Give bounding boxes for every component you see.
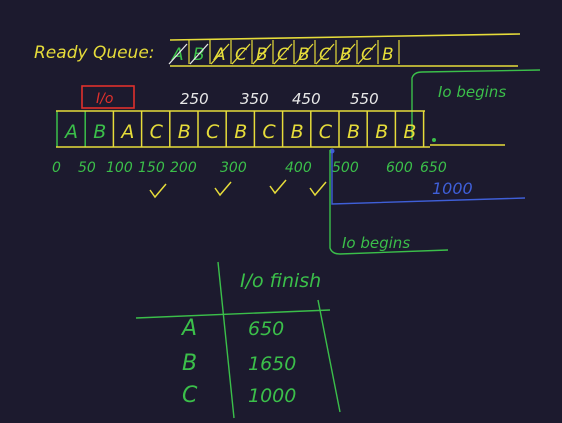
gantt-cell-label: B: [291, 121, 304, 143]
gantt-cell-label: B: [93, 121, 106, 143]
strike-mark: [168, 43, 188, 65]
io-row-time: 650: [248, 318, 284, 340]
ready-queue-letter: C: [235, 45, 247, 65]
check-mark: [309, 181, 327, 197]
ready-queue-letter-remaining: B: [382, 45, 394, 65]
time-label: 650: [420, 160, 447, 176]
strike-mark: [252, 43, 272, 65]
io-table-vline-left: [217, 261, 235, 419]
io-row-time: 1650: [248, 353, 296, 375]
top-time-label: 250: [180, 90, 209, 108]
strike-mark: [210, 43, 230, 65]
io-note-box: [81, 85, 135, 109]
io-row-process: A: [180, 316, 197, 341]
gantt-cell-label: B: [375, 121, 388, 143]
time-label: 200: [170, 160, 197, 176]
gantt-cell-label: C: [319, 121, 333, 143]
strike-mark: [273, 43, 293, 65]
strike-mark: [315, 43, 335, 65]
gantt-end-dot: [432, 138, 436, 142]
time-label: 50: [78, 160, 96, 176]
completion-marker: [329, 148, 335, 154]
io-row-time: 1000: [248, 385, 296, 407]
gantt-cell-label: A: [119, 121, 134, 143]
top-times: 250 350 450 550: [180, 90, 379, 108]
time-label: 300: [220, 160, 247, 176]
strike-mark: [357, 43, 377, 65]
completion-arrow: [331, 150, 526, 205]
io-table-hline: [135, 309, 331, 319]
gantt-cell-label: B: [403, 121, 416, 143]
strike-mark: [189, 43, 209, 65]
gantt-cell-label: B: [178, 121, 191, 143]
top-time-label: 450: [292, 90, 321, 108]
check-mark: [269, 179, 287, 195]
completion-time: 1000: [432, 179, 473, 198]
gantt-cell-label: C: [206, 121, 220, 143]
io-begins-text: Io begins: [342, 234, 410, 252]
io-table-header: I/o finish: [240, 270, 321, 292]
io-row-process: B: [182, 351, 197, 376]
ready-queue-letter: C: [277, 45, 289, 65]
ready-queue-letter: C: [319, 45, 331, 65]
ready-queue-letter: C: [361, 45, 373, 65]
gantt-cell-label: C: [262, 121, 276, 143]
gantt-cell-label: B: [234, 121, 247, 143]
io-begins-top-bracket: [411, 69, 541, 140]
time-label: 600: [386, 160, 413, 176]
check-mark: [214, 181, 232, 197]
io-row-process: C: [182, 383, 198, 408]
ready-queue-overline: [169, 33, 521, 41]
strike-mark: [294, 43, 314, 65]
time-label: 0: [52, 160, 61, 176]
io-table-vline-right: [317, 299, 341, 413]
strike-mark: [336, 43, 356, 65]
gantt-cell-label: B: [347, 121, 360, 143]
io-begins-top-text: Io begins: [438, 83, 506, 101]
io-note-text: I/o: [96, 91, 113, 107]
time-labels: 0 50 100 150 200 300 400 500 600 650: [52, 160, 447, 176]
time-label: 500: [332, 160, 359, 176]
check-marks: [149, 179, 327, 199]
gantt-cell-label: C: [150, 121, 164, 143]
time-label: 100: [106, 160, 133, 176]
time-label: 150: [138, 160, 165, 176]
strike-mark: [231, 43, 251, 65]
gantt-cell-label: A: [63, 121, 78, 143]
time-label: 400: [285, 160, 312, 176]
io-begins-bracket: [329, 150, 449, 255]
check-mark: [149, 183, 167, 199]
ready-queue-label: Ready Queue:: [34, 43, 155, 63]
top-time-label: 550: [350, 90, 379, 108]
top-time-label: 350: [240, 90, 269, 108]
